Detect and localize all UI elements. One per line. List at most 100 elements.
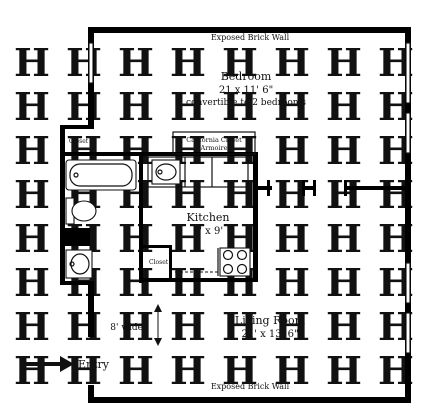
- watermark-glyph: H: [118, 304, 154, 349]
- watermark-glyph: H: [14, 40, 50, 85]
- toilet-bowl: [71, 200, 97, 222]
- watermark-glyph: H: [14, 216, 50, 261]
- kitchen-fixtures: [147, 156, 251, 277]
- armoire-label-line2: Armoire: [200, 144, 228, 152]
- closet-kitchen-label: Closet: [149, 259, 169, 266]
- right-wall: [405, 27, 411, 403]
- partition-stub-left-cap: [267, 180, 270, 196]
- watermark-glyph: H: [170, 348, 206, 393]
- watermark-glyph: H: [118, 216, 154, 261]
- left-wall-lower: [88, 283, 94, 337]
- shower-block: [64, 228, 90, 246]
- bathtub-drain-icon: [73, 172, 79, 178]
- watermark-glyph: H: [326, 128, 362, 173]
- partition-stub-mid-cap-b: [313, 180, 316, 196]
- bathtub-inner: [69, 163, 133, 187]
- watermark-glyph: H: [14, 172, 50, 217]
- window-right-3: [405, 262, 411, 304]
- watermark-glyph: H: [170, 260, 206, 305]
- watermark-glyph: H: [222, 304, 258, 349]
- window-left: [88, 42, 94, 84]
- watermark-glyph: H: [326, 216, 362, 261]
- kitchen-name: Kitchen: [187, 211, 230, 224]
- kitchen-counter: [147, 156, 249, 188]
- armoire: [172, 131, 256, 155]
- sink-drain-icon: [69, 261, 75, 267]
- top-wall-label: Exposed Brick Wall: [211, 33, 290, 42]
- window-right-1: [405, 42, 411, 104]
- hall-width-dimension: [154, 304, 162, 346]
- partition-stub-right: [345, 186, 405, 190]
- watermark-glyph: H: [170, 216, 206, 261]
- watermark-glyph: H: [222, 348, 258, 393]
- bath-right-wall: [139, 152, 143, 283]
- kitchen-sink-bowl: [155, 163, 177, 181]
- watermark-glyph: H: [14, 260, 50, 305]
- top-wall: [88, 27, 411, 33]
- watermark-glyph: H: [274, 304, 310, 349]
- watermark-glyph: H: [118, 84, 154, 129]
- living-room-size: 21' x 13' 6": [241, 329, 298, 340]
- kitchen-sink-drain-icon: [157, 169, 163, 175]
- watermark-glyph: H: [222, 128, 258, 173]
- watermark-glyph: H: [66, 304, 102, 349]
- watermark-glyph: H: [326, 40, 362, 85]
- watermark-glyph: H: [170, 84, 206, 129]
- closet-top-label: Closet: [69, 138, 89, 145]
- partition-stub-mid: [302, 186, 316, 190]
- stove: [219, 247, 251, 277]
- watermark-glyph: H: [326, 304, 362, 349]
- watermark-glyph: H: [66, 348, 102, 393]
- burner-icon: [222, 249, 234, 261]
- bottom-wall: [88, 397, 411, 403]
- partition-stub-left: [258, 186, 272, 190]
- partition-stub-mid-cap-a: [302, 180, 305, 196]
- watermark-glyph: H: [170, 304, 206, 349]
- kitchen-closet-wall: [143, 245, 171, 248]
- living-room-name: Living Room: [235, 314, 306, 327]
- bathtub: [65, 159, 137, 191]
- watermark-glyph: H: [326, 172, 362, 217]
- bath-left-wall: [60, 125, 65, 285]
- watermark-glyph: H: [326, 84, 362, 129]
- kitchen-closet-side: [169, 245, 172, 280]
- watermark-glyph: H: [66, 84, 102, 129]
- burner-icon: [222, 263, 234, 275]
- bathroom-fixtures: [65, 159, 137, 279]
- entry-label: Entry: [78, 358, 110, 371]
- partition-stub-right-cap: [344, 180, 347, 196]
- burner-icon: [236, 263, 248, 275]
- window-right-4: [405, 312, 411, 354]
- armoire-label-line1: California Closet: [186, 136, 242, 144]
- kitchen-size: 6' x 9': [193, 226, 223, 237]
- watermark-glyph: H: [66, 40, 102, 85]
- bath-closet-divider: [62, 152, 162, 156]
- kitchen-bottom-wall: [143, 278, 258, 282]
- watermark-glyph: H: [170, 40, 206, 85]
- watermark-glyph: H: [118, 40, 154, 85]
- hall-width-label: 8' wide: [110, 323, 143, 333]
- entry-arrow-icon: [24, 356, 74, 372]
- bedroom-note: convertible to 2 bedrooms: [186, 98, 306, 108]
- entry-door-stub: [88, 385, 94, 403]
- burner-icon: [236, 249, 248, 261]
- closet-top-wall: [62, 125, 94, 129]
- watermark-glyph: H: [14, 128, 50, 173]
- watermark-glyph: H: [274, 128, 310, 173]
- watermark-glyph: H: [118, 260, 154, 305]
- bedroom-size: 21 x 11' 6": [219, 85, 273, 96]
- watermark-glyph: H: [222, 172, 258, 217]
- bath-bottom-wall: [60, 281, 94, 285]
- watermark-glyph: H: [274, 40, 310, 85]
- watermark-glyph: H: [274, 348, 310, 393]
- watermark-glyph: H: [222, 40, 258, 85]
- watermark-glyph: H: [274, 84, 310, 129]
- watermark-glyph: H: [326, 260, 362, 305]
- watermark-glyph: H: [274, 260, 310, 305]
- window-right-2: [405, 112, 411, 154]
- sink-bowl: [70, 253, 90, 275]
- watermark-glyph: H: [14, 348, 50, 393]
- watermark-glyph: H: [222, 84, 258, 129]
- windows: [88, 42, 411, 354]
